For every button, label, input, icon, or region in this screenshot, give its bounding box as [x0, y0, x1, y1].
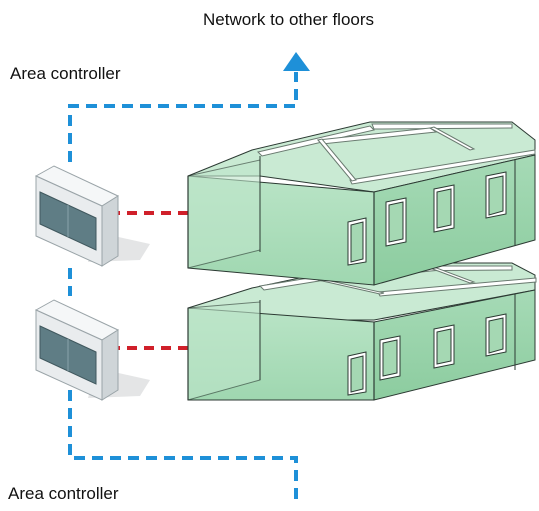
- network-label: Network to other floors: [203, 10, 375, 29]
- area-controller-lower[interactable]: [34, 299, 150, 401]
- area-controller-upper[interactable]: [34, 165, 150, 267]
- network-line-top: [68, 52, 310, 162]
- area-controller-label-top: Area controller: [10, 64, 121, 83]
- arrow-up-icon: [283, 52, 310, 71]
- area-controller-label-bottom: Area controller: [8, 484, 119, 503]
- network-line-bottom: [68, 390, 298, 500]
- floor-upper: [187, 121, 536, 286]
